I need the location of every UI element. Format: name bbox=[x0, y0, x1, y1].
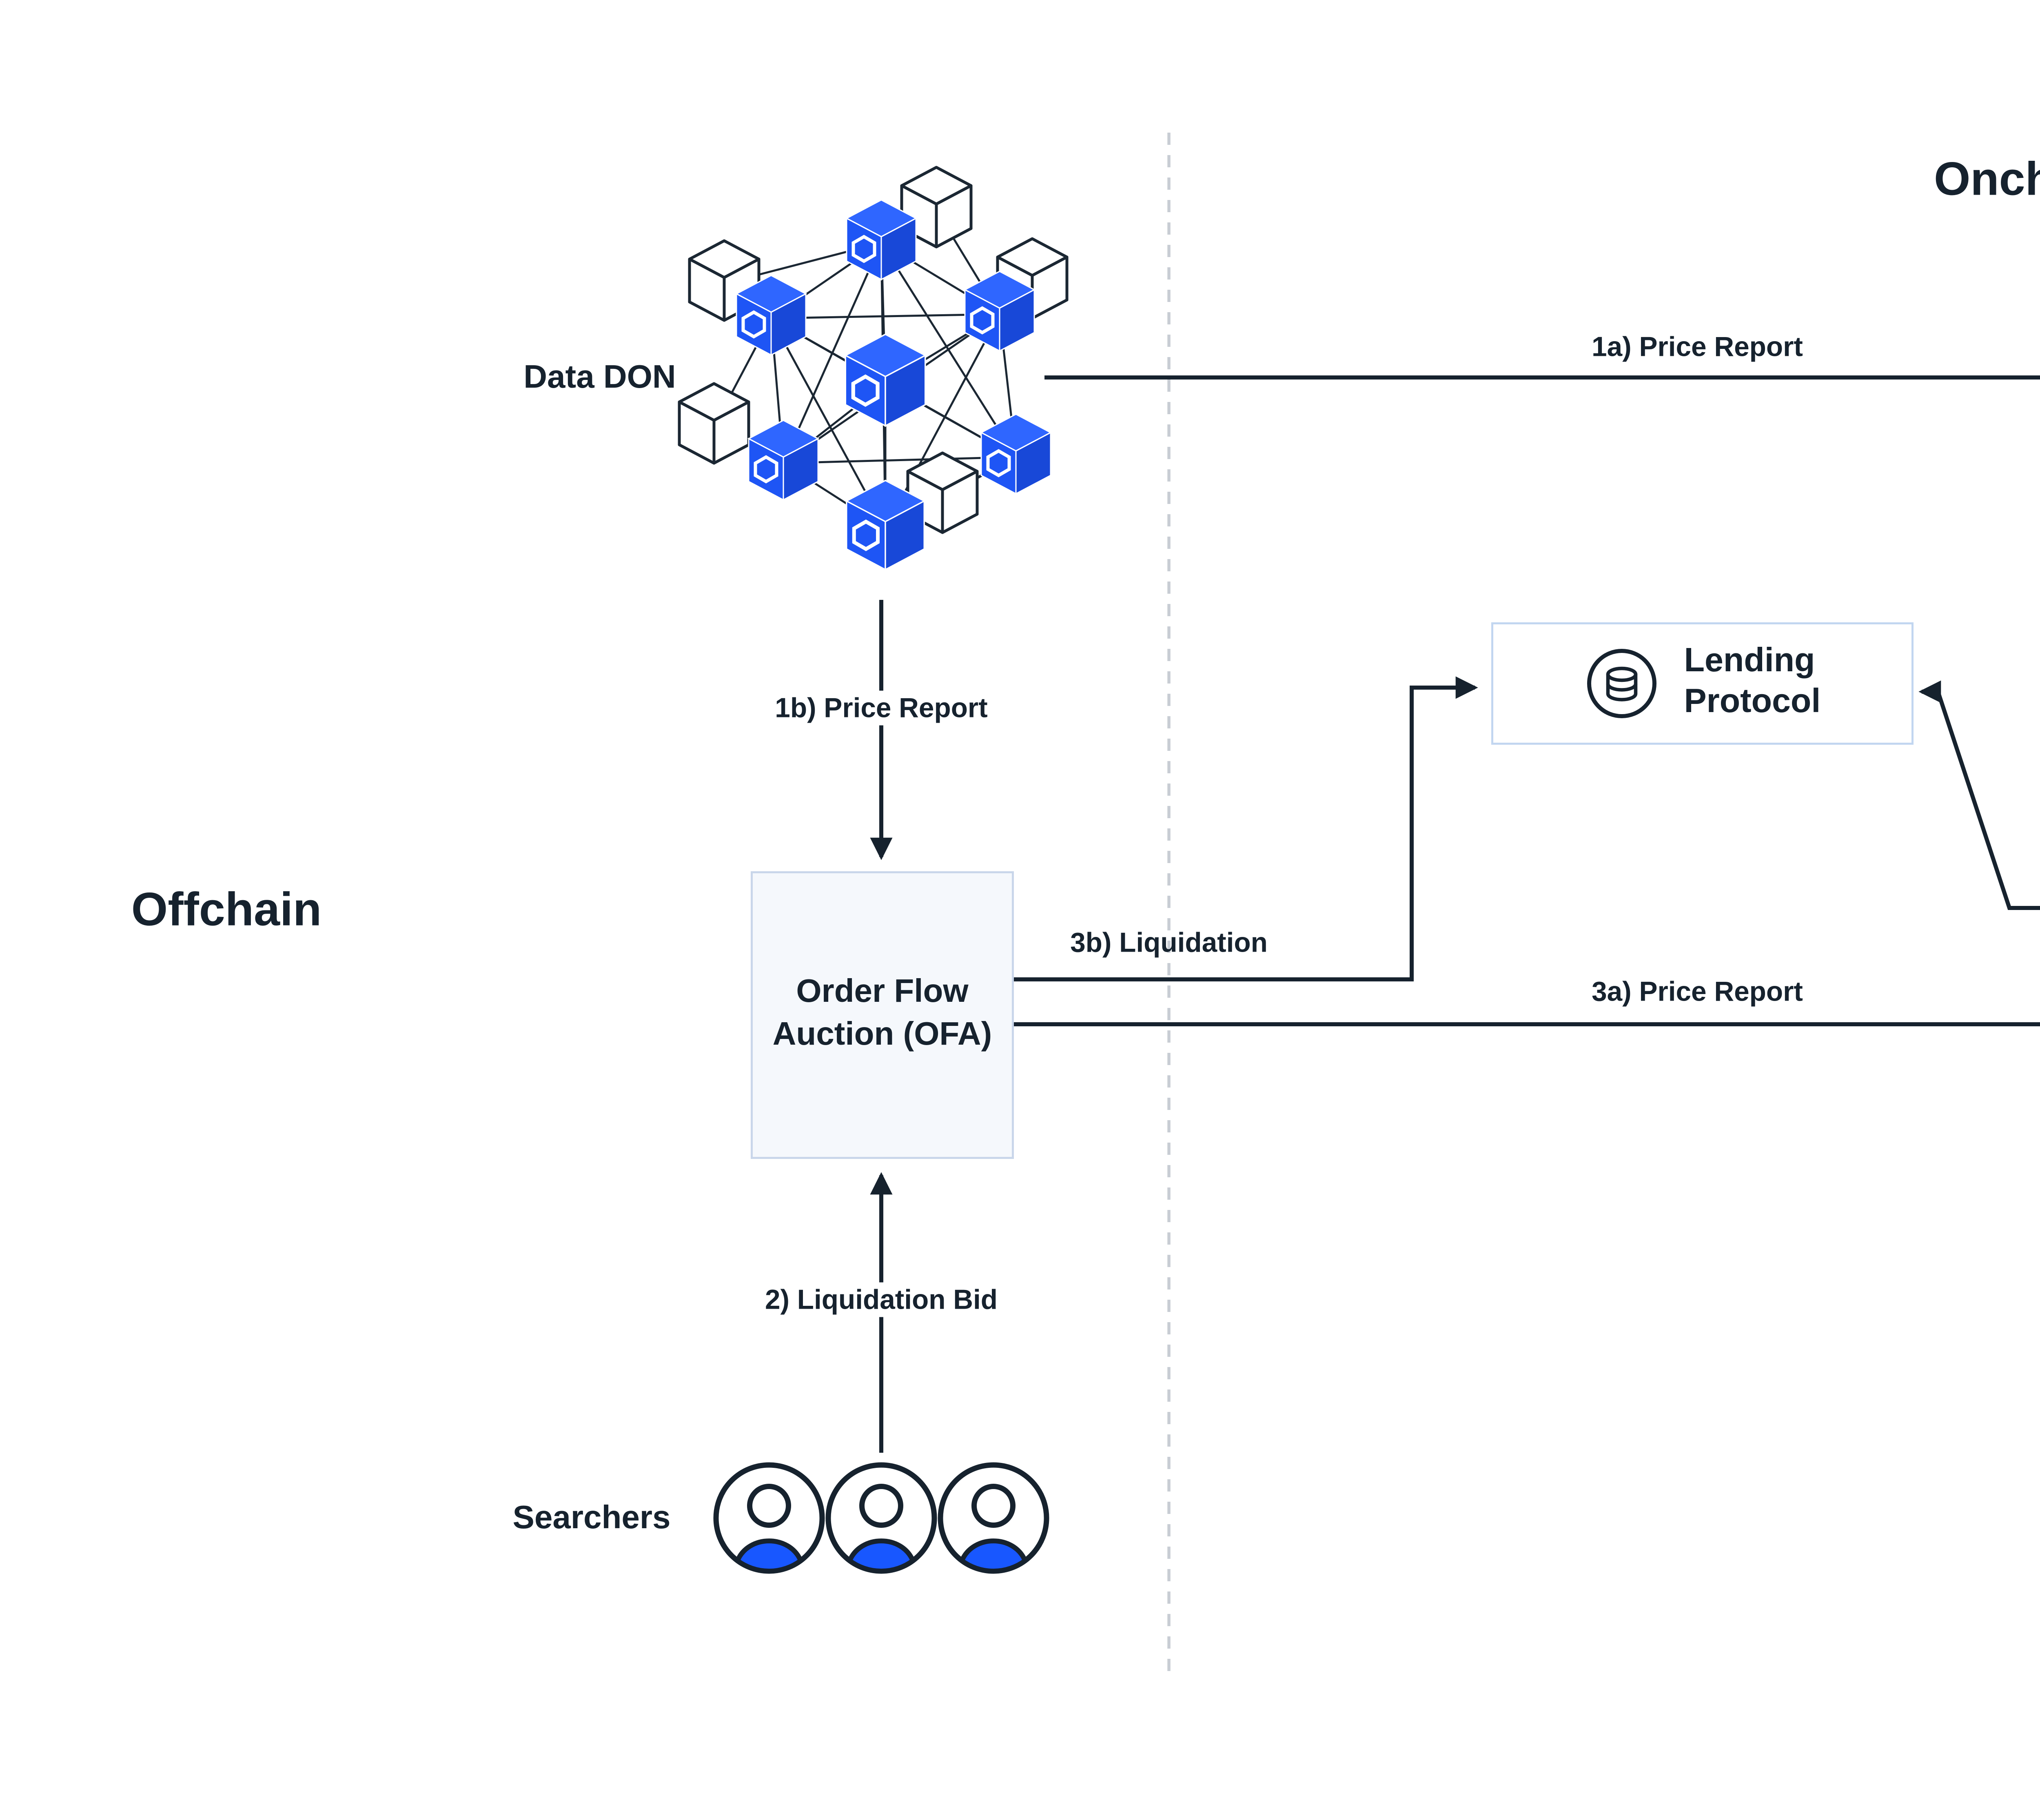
order-flow-auction-box: Order Flow Auction (OFA) bbox=[751, 871, 1014, 1159]
searchers-label: Searchers bbox=[512, 1502, 671, 1536]
edge-label-2-liquidation-bid: 2) Liquidation Bid bbox=[753, 1282, 1010, 1317]
arrow-4-token-price bbox=[1918, 680, 2040, 910]
lending-protocol-box: Lending Protocol bbox=[1491, 622, 1914, 745]
searcher-user-icon bbox=[828, 1465, 934, 1571]
onchain-section-title: Onchain bbox=[1934, 152, 2040, 205]
edge-label-1b-price-report: 1b) Price Report bbox=[763, 690, 1000, 726]
edge-label-3a-price-report: 3a) Price Report bbox=[1592, 976, 1803, 1007]
searcher-user-icon bbox=[940, 1465, 1047, 1571]
arrow-3b-liquidation bbox=[1014, 676, 1478, 981]
searcher-user-icon bbox=[716, 1465, 822, 1571]
edge-label-3b-liquidation: 3b) Liquidation bbox=[1070, 927, 1268, 958]
flow-arrows bbox=[870, 375, 2040, 1453]
lending-protocol-label: Lending Protocol bbox=[1684, 643, 1821, 720]
data-don-network-icon bbox=[679, 167, 1067, 570]
edge-label-1a-price-report: 1a) Price Report bbox=[1592, 331, 1803, 362]
order-flow-auction-label: Order Flow Auction (OFA) bbox=[772, 974, 992, 1052]
coins-icon bbox=[1586, 649, 1656, 718]
offchain-section-title: Offchain bbox=[131, 882, 322, 936]
searchers-icons bbox=[716, 1465, 1047, 1571]
data-don-label: Data DON bbox=[523, 361, 676, 396]
